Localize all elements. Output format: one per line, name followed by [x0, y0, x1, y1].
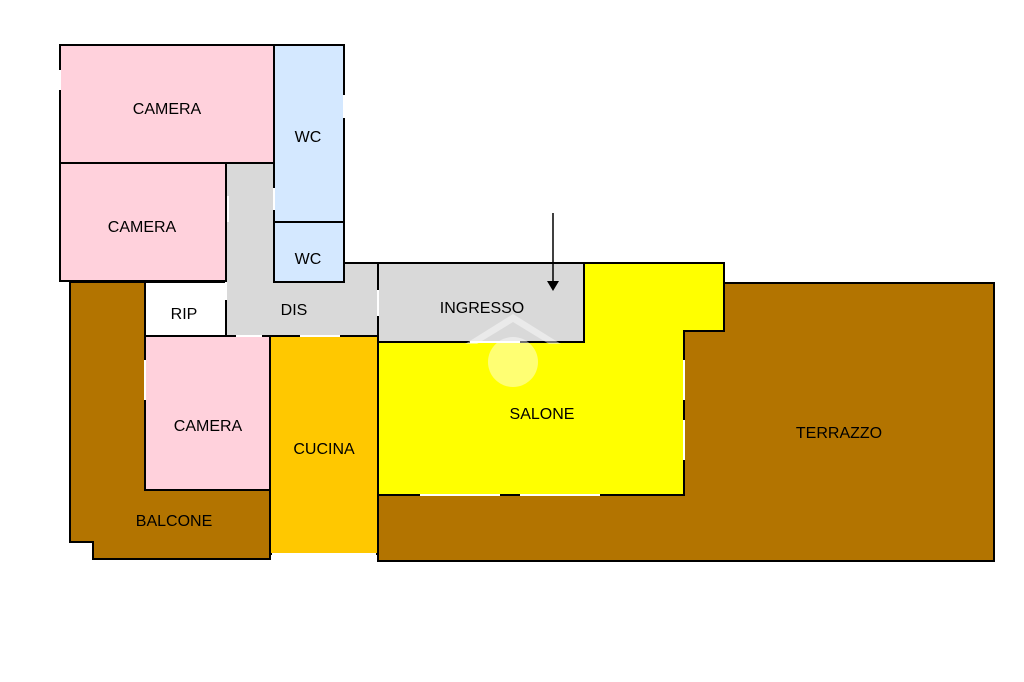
ingresso-label: INGRESSO [440, 300, 524, 317]
camera-top-room [59, 44, 275, 164]
entrance-arrow-icon [547, 213, 559, 291]
camera-mid-room [59, 162, 227, 282]
wc-bottom-room [273, 221, 345, 283]
wc-top-room [273, 44, 345, 223]
camera-mid-label: CAMERA [108, 219, 177, 236]
terrazzo-label: TERRAZZO [796, 425, 882, 442]
salone-label: SALONE [510, 406, 575, 423]
cucina-room [269, 335, 379, 555]
camera-low-label: CAMERA [174, 418, 243, 435]
rip-label: RIP [171, 306, 198, 323]
wc-bottom-label: WC [295, 251, 322, 268]
cucina-label: CUCINA [293, 441, 355, 458]
house-watermark-icon [465, 314, 561, 387]
balcone-label: BALCONE [136, 513, 212, 530]
camera-top-label: CAMERA [133, 101, 202, 118]
dis-label: DIS [281, 302, 308, 319]
camera-low-room [144, 335, 271, 491]
wc-top-label: WC [295, 129, 322, 146]
